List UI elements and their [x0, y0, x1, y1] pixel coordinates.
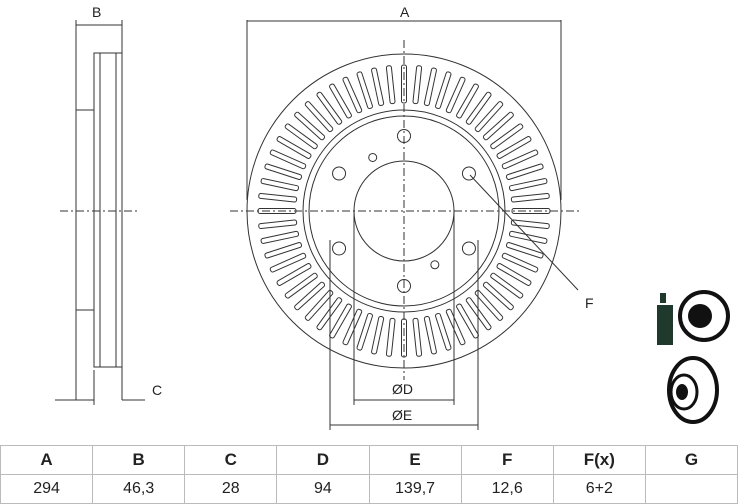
vent-slot — [510, 192, 550, 203]
vent-slot — [329, 303, 352, 339]
vent-slot — [294, 281, 326, 311]
vent-slot — [294, 111, 326, 141]
table-value-cell — [644, 474, 738, 504]
vent-slot — [482, 281, 514, 311]
front-view — [230, 20, 580, 430]
vent-slot — [465, 91, 492, 125]
bolt-hole — [461, 166, 476, 181]
label-f: F — [585, 295, 594, 311]
label-b: B — [92, 4, 101, 20]
table-header-cell: A — [0, 445, 94, 475]
vent-slot — [456, 303, 479, 339]
vent-slot — [304, 289, 334, 321]
vent-slot — [496, 263, 532, 286]
vent-slot — [276, 263, 312, 286]
vent-slot — [423, 67, 437, 107]
table-value-cell: 139,7 — [368, 474, 462, 504]
label-a: A — [400, 4, 410, 20]
vent-slot — [474, 101, 504, 133]
side-view — [55, 20, 145, 405]
vent-slot — [342, 76, 363, 114]
table-value-cell: 46,3 — [92, 474, 186, 504]
vent-slot — [510, 219, 550, 230]
vent-slot — [490, 272, 524, 299]
vent-slot — [505, 242, 544, 259]
table-value-cell: 294 — [0, 474, 94, 504]
table-value-cell: 6+2 — [552, 474, 646, 504]
vent-slot — [482, 111, 514, 141]
bolt-hole — [332, 166, 347, 181]
vent-slot — [501, 149, 539, 170]
vent-slot — [385, 317, 396, 357]
label-c: C — [152, 382, 162, 398]
vent-slot — [269, 149, 307, 170]
vent-slot — [258, 192, 298, 203]
table-header-cell: B — [92, 445, 186, 475]
vent-slot — [284, 272, 318, 299]
vent-slot — [412, 317, 423, 357]
brake-cleaner-spray-icon — [657, 290, 730, 345]
vent-slot — [435, 71, 452, 110]
table-header-cell: F — [460, 445, 554, 475]
vent-slot — [501, 252, 539, 273]
vent-slot — [423, 315, 437, 355]
table-header-cell: E — [368, 445, 462, 475]
table-header-cell: D — [276, 445, 370, 475]
vent-slot — [260, 178, 300, 192]
vent-slot — [456, 83, 479, 119]
vent-slot — [269, 252, 307, 273]
table-value-cell: 12,6 — [460, 474, 554, 504]
table-header-cell: G — [644, 445, 738, 475]
vent-slot — [474, 289, 504, 321]
vent-slot — [401, 64, 407, 104]
locating-hole — [368, 152, 378, 162]
vent-slot — [356, 312, 373, 351]
vent-slot — [490, 123, 524, 150]
bolt-hole — [461, 241, 476, 256]
vent-slot — [445, 308, 466, 346]
table-header-cell: F(x) — [552, 445, 646, 475]
vent-slot — [264, 242, 303, 259]
vent-slot — [264, 163, 303, 180]
vent-slot — [329, 83, 352, 119]
vent-slot — [304, 101, 334, 133]
brake-disc-icon — [667, 356, 719, 424]
vent-slot — [284, 123, 318, 150]
table-value-cell: 94 — [276, 474, 370, 504]
vent-slot — [412, 65, 423, 105]
vent-slot — [435, 312, 452, 351]
bolt-hole — [332, 241, 347, 256]
vent-slot — [316, 297, 343, 331]
vent-slot — [445, 76, 466, 114]
vent-slot — [508, 178, 548, 192]
vent-slot — [342, 308, 363, 346]
locating-hole — [430, 260, 440, 270]
vent-slot — [505, 163, 544, 180]
vent-slot — [371, 67, 385, 107]
vent-slot — [276, 136, 312, 159]
vent-slot — [258, 219, 298, 230]
vent-slot — [316, 91, 343, 125]
vent-slot — [356, 71, 373, 110]
table-header-cell: C — [184, 445, 278, 475]
vent-slot — [260, 230, 300, 244]
vent-slot — [371, 315, 385, 355]
table-value-cell: 28 — [184, 474, 278, 504]
label-e: ØE — [392, 407, 412, 423]
vent-slot — [385, 65, 396, 105]
vent-slot — [465, 297, 492, 331]
label-d: ØD — [392, 381, 413, 397]
technical-drawing: B A C ØD ØE F — [55, 4, 730, 430]
vent-slot — [508, 230, 548, 244]
vent-slot — [496, 136, 532, 159]
